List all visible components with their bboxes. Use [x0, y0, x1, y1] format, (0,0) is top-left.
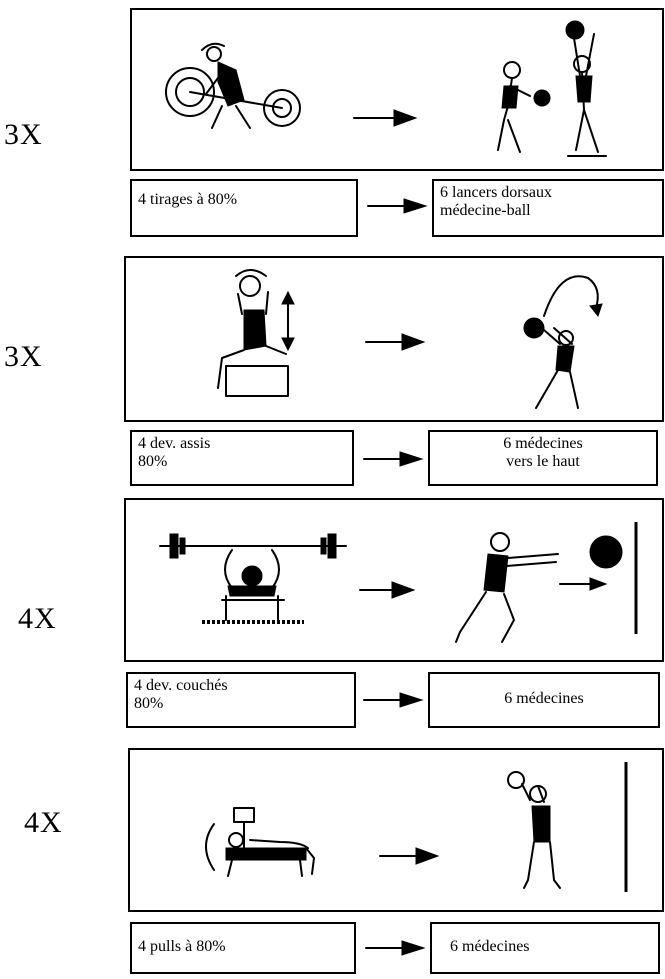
medicine-ball-back-throw-figures [497, 20, 607, 157]
pullover-bench-figure [205, 807, 315, 877]
set-2-strength-exercise-box: 4 dev. assis 80% [130, 430, 354, 486]
seated-press-figure [217, 269, 295, 397]
set-1-illustrations [165, 20, 607, 157]
set-1-repetitions: 3X [4, 118, 43, 151]
set-4-power-exercise-box: 6 médecines [430, 922, 660, 974]
bench-press-figure [159, 533, 347, 624]
set-3-arrow-icon [359, 581, 416, 599]
set-3-power-exercise-box: 6 médecines [428, 672, 660, 728]
weightlifting-pull-figure [165, 42, 301, 129]
set-4-illustration-panel [128, 748, 664, 912]
set-2-illustration-panel [124, 256, 664, 422]
set-4-arrow-icon [379, 847, 440, 865]
set-2-arrow-icon [365, 333, 426, 351]
set-3-box-arrow-icon [363, 692, 424, 708]
set-4-box-arrow-icon [365, 940, 426, 956]
set-3-strength-exercise-box: 4 dev. couchés 80% [126, 672, 356, 728]
set-2-power-exercise-box: 6 médecines vers le haut [428, 430, 658, 486]
chest-pass-wall-figure [455, 522, 638, 643]
overhead-wall-throw-figure [507, 762, 628, 892]
overhead-medicine-ball-throw-figure [523, 275, 603, 409]
set-1-box-arrow-icon [367, 198, 428, 214]
set-4-illustrations [205, 762, 628, 892]
set-1-strength-exercise-box: 4 tirages à 80% [130, 179, 358, 237]
set-3-illustration-panel [124, 498, 664, 662]
set-3-repetitions: 4X [18, 602, 57, 635]
set-3-illustrations [159, 522, 638, 643]
set-1-power-exercise-box: 6 lancers dorsaux médecine-ball [432, 179, 664, 237]
set-2-illustrations [217, 269, 603, 409]
set-4-strength-exercise-box: 4 pulls à 80% [130, 922, 356, 974]
set-1-illustration-panel [130, 8, 664, 171]
set-2-repetitions: 3X [4, 340, 43, 373]
set-2-box-arrow-icon [363, 451, 424, 467]
set-4-repetitions: 4X [24, 806, 63, 839]
set-1-arrow-icon [353, 109, 418, 127]
